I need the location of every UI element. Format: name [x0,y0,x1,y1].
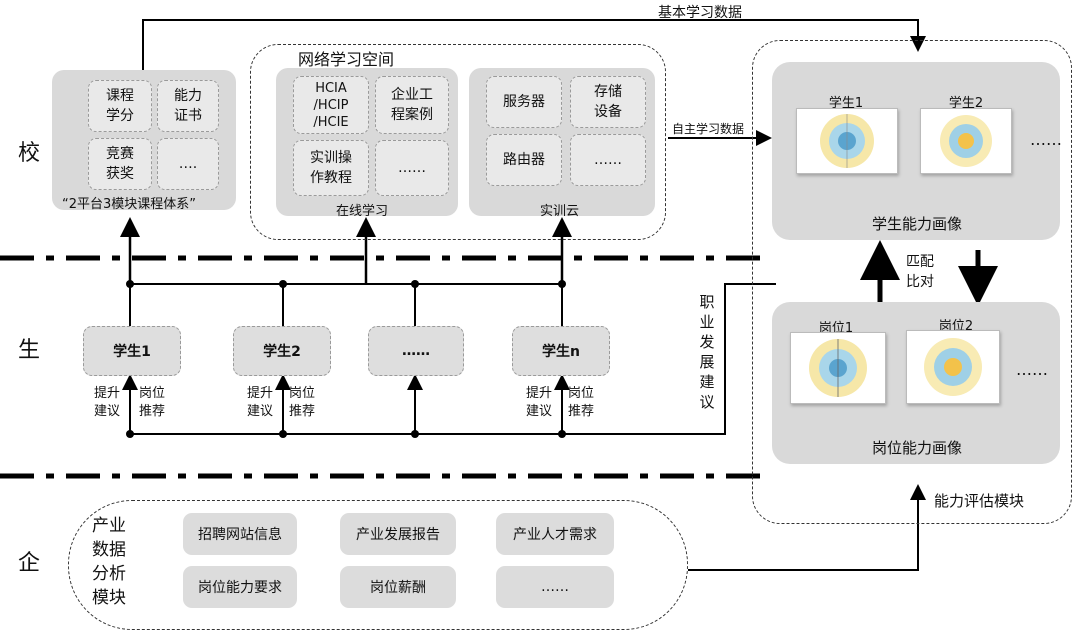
radar-chart-icon [940,115,992,167]
online-learning-caption: 在线学习 [336,204,389,219]
job-profile-caption: 岗位能力画像 [871,439,962,457]
basic-data-label: 基本学习数据 [658,5,742,21]
student-box: 学生1 [83,326,181,376]
lab-cell: …… [570,134,646,186]
industry-item: 产业发展报告 [340,513,456,555]
industry-module-title: 产业 数据 分析 模块 [92,516,126,608]
self-data-label: 自主学习数据 [672,122,745,136]
evaluation-module-box [752,40,1072,524]
row-label-school: 校 [18,141,41,166]
student-profile-item-label: 学生1 [828,96,864,111]
online-cell: HCIA /HCIP /HCIE [293,76,369,134]
career-advice-label: 职业发展建议 [699,293,715,411]
student-profile-caption: 学生能力画像 [871,215,962,233]
row-label-student: 生 [18,338,41,363]
curriculum-cell: …. [157,138,219,190]
lab-cell: 服务器 [486,76,562,128]
student-profile-chart-thumbnail [920,108,1012,174]
basic-data-arrow [142,19,926,72]
radar-chart-icon [924,338,982,396]
industry-item: 招聘网站信息 [183,513,297,555]
industry-module-box [68,500,688,630]
improve-label: 提升 建议 [526,386,553,419]
student-profile-chart-thumbnail [796,108,898,174]
student-profile-item-label: 学生2 [948,96,984,111]
lab-cell: 路由器 [486,134,562,186]
lab-cell: 存储 设备 [570,76,646,128]
industry-item: 岗位能力要求 [183,566,297,608]
curriculum-cell: 能力 证书 [157,80,219,132]
job-profile-more: …… [1016,360,1048,379]
recommend-label: 岗位 推荐 [289,386,316,419]
industry-arrow [688,484,926,571]
match-label: 匹配 比对 [906,254,934,290]
industry-item: 产业人才需求 [496,513,614,555]
improve-label: 提升 建议 [94,386,121,419]
student-profile-more: …… [1030,130,1062,149]
industry-item: 岗位薪酬 [340,566,456,608]
radar-chart-icon [809,339,867,397]
curriculum-caption: “2平台3模块课程体系” [62,197,197,212]
student-box: …… [368,326,464,376]
job-profile-chart-thumbnail [790,332,886,404]
job-profile-chart-thumbnail [906,330,1000,404]
recommend-label: 岗位 推荐 [568,386,595,419]
online-cell: 实训操 作教程 [293,140,369,196]
row-label-enterprise: 企 [18,551,41,576]
online-cell: …… [375,140,449,196]
network-space-box [250,44,666,240]
student-box: 学生n [512,326,610,376]
improve-label: 提升 建议 [247,386,274,419]
student-box: 学生2 [233,326,331,376]
industry-item: …… [496,566,614,608]
feedback-bus [130,283,776,435]
curriculum-cell: 课程 学分 [88,80,152,132]
network-space-title: 网络学习空间 [298,50,395,69]
curriculum-cell: 竞赛 获奖 [88,138,152,190]
evaluation-module-title: 能力评估模块 [934,492,1025,510]
lab-cloud-caption: 实训云 [540,204,580,219]
online-cell: 企业工 程案例 [375,76,449,134]
radar-chart-icon [820,114,874,168]
recommend-label: 岗位 推荐 [139,386,166,419]
